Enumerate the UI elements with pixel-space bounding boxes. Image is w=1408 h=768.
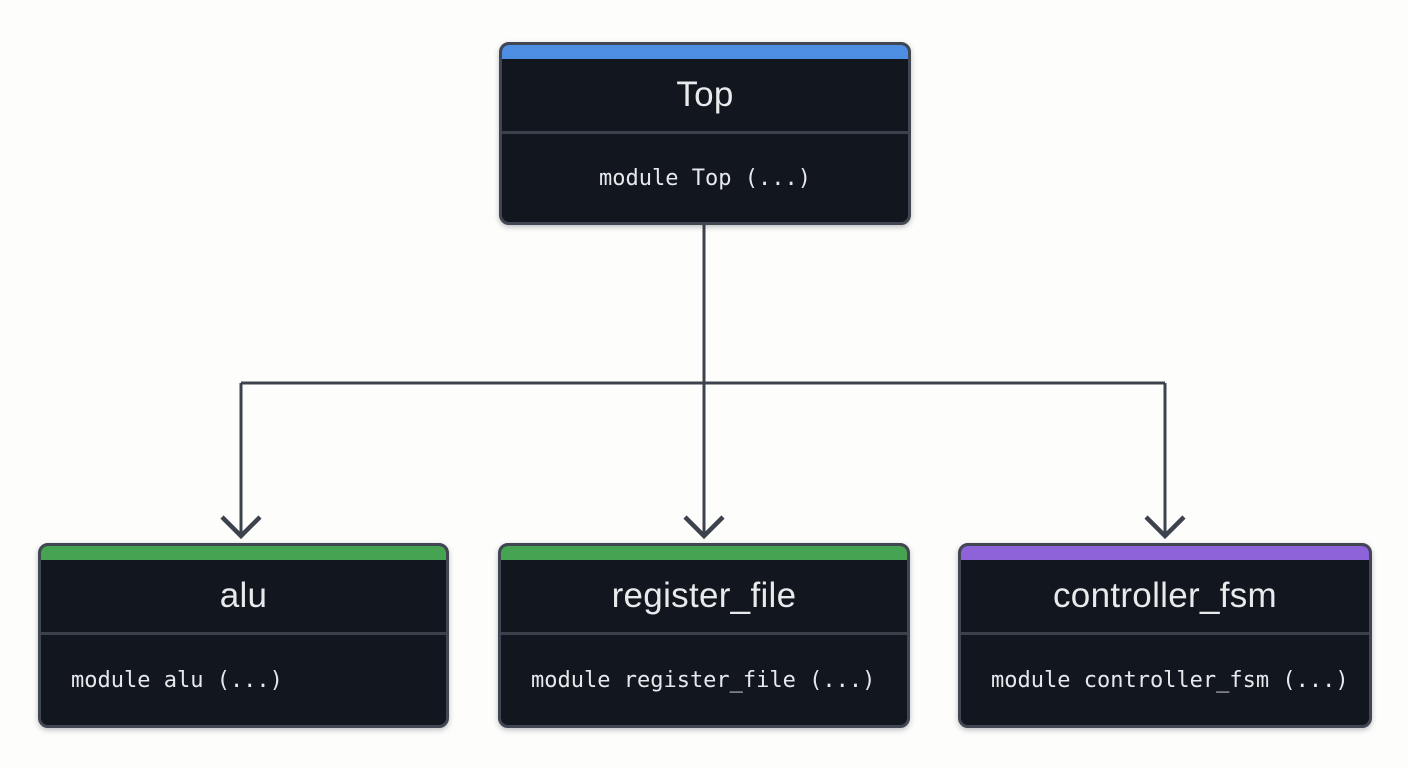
title-divider: [502, 131, 908, 134]
accent-bar-controller-fsm: [961, 546, 1369, 560]
arrowhead-controller-fsm-icon: [1144, 515, 1186, 540]
title-divider: [961, 632, 1369, 635]
node-body: module Top (...): [502, 134, 908, 222]
node-title: controller_fsm: [1053, 576, 1277, 615]
module-signature: module register_file (...): [531, 667, 876, 693]
accent-bar-alu: [41, 546, 446, 560]
node-title: alu: [219, 576, 268, 615]
module-signature: module Top (...): [599, 165, 811, 191]
accent-bar-register-file: [501, 546, 907, 560]
connector-group: [220, 225, 1186, 540]
node-controller-fsm: controller_fsm module controller_fsm (..…: [958, 543, 1372, 728]
title-divider: [501, 632, 907, 635]
arrowhead-register-file-icon: [683, 515, 725, 540]
node-body: module controller_fsm (...): [961, 635, 1369, 725]
node-alu: alu module alu (...): [38, 543, 449, 728]
node-body: module register_file (...): [501, 635, 907, 725]
node-top: Top module Top (...): [499, 42, 911, 225]
title-divider: [41, 632, 446, 635]
arrowhead-alu-icon: [220, 515, 262, 540]
node-register-file: register_file module register_file (...): [498, 543, 910, 728]
node-title: register_file: [611, 576, 797, 615]
node-title: Top: [676, 75, 734, 114]
module-signature: module controller_fsm (...): [991, 667, 1349, 693]
node-body: module alu (...): [41, 635, 446, 725]
accent-bar-top: [502, 45, 908, 59]
module-signature: module alu (...): [71, 667, 283, 693]
